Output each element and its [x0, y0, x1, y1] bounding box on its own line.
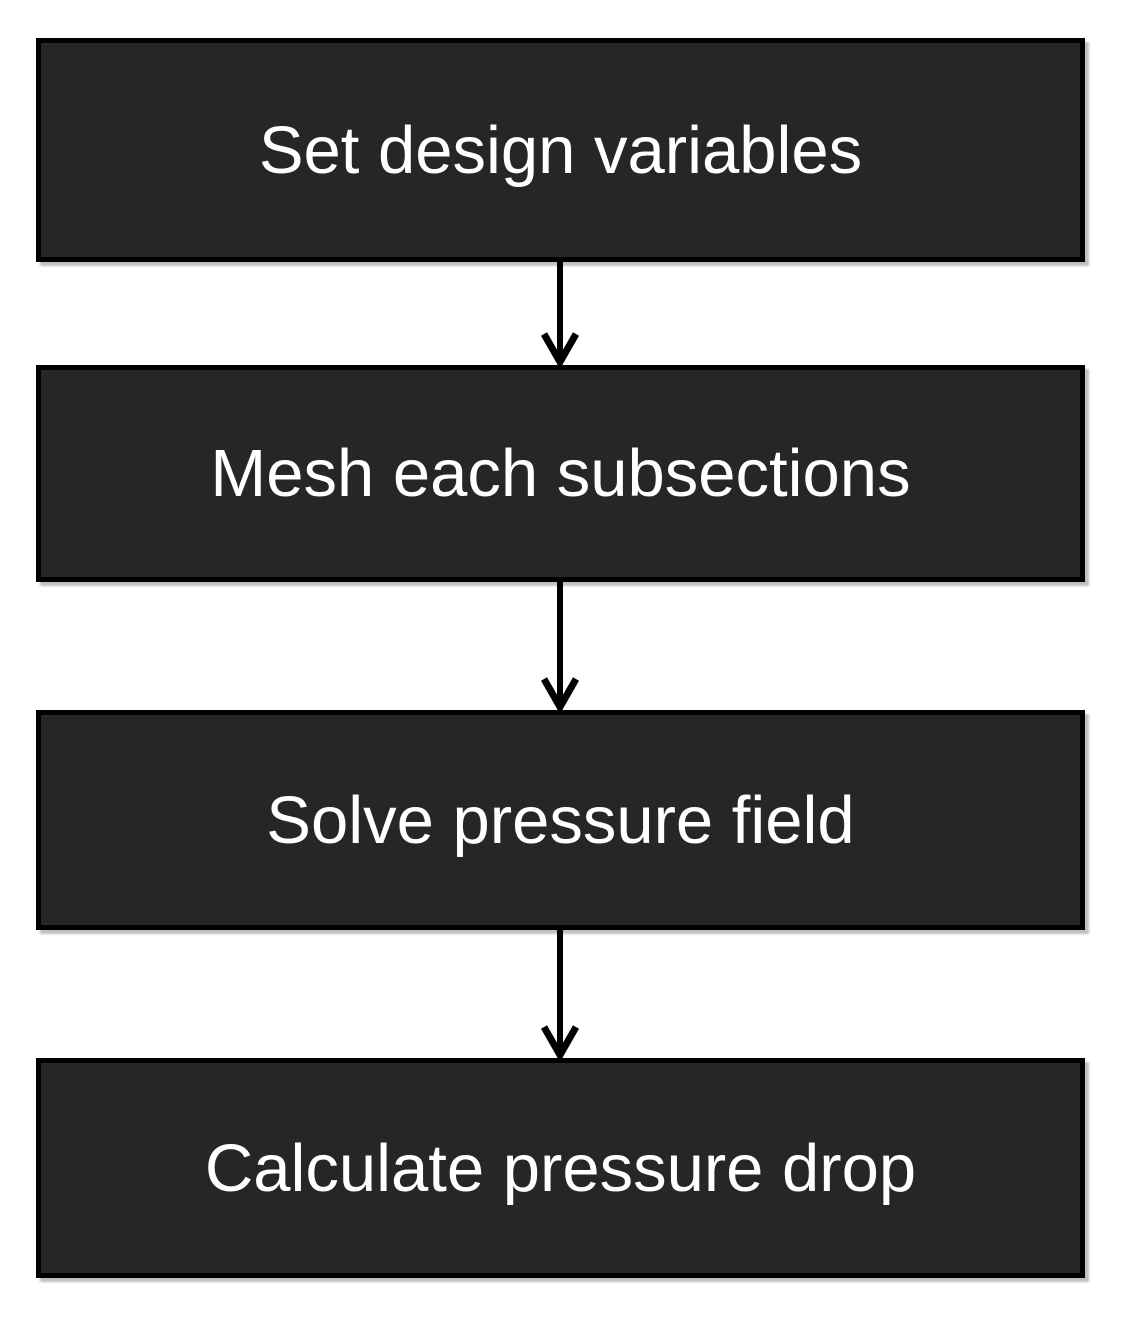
flow-step-calculate-pressure-drop: Calculate pressure drop — [36, 1058, 1085, 1278]
down-arrow-icon — [538, 262, 582, 365]
flow-step-label: Mesh each subsections — [210, 436, 911, 511]
flow-step-label: Set design variables — [258, 112, 863, 188]
flow-step-solve-pressure-field: Solve pressure field — [36, 710, 1085, 930]
flow-step-label: Calculate pressure drop — [204, 1130, 917, 1206]
down-arrow-icon — [538, 582, 582, 710]
flow-step-mesh-each-subsections: Mesh each subsections — [36, 365, 1085, 582]
flow-step-set-design-variables: Set design variables — [36, 38, 1085, 262]
flow-step-label: Solve pressure field — [266, 782, 855, 858]
down-arrow-icon — [538, 930, 582, 1058]
